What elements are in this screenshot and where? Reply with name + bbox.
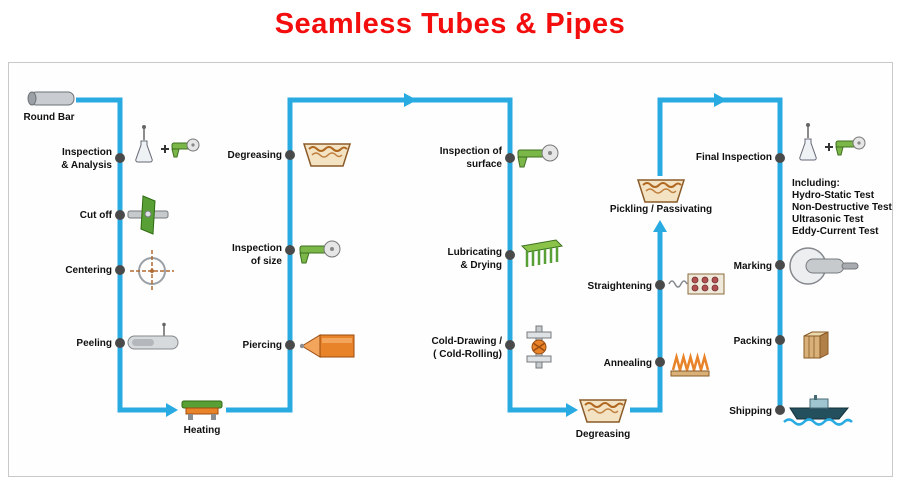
step-dot <box>775 153 785 163</box>
packing-box-icon <box>798 324 832 367</box>
step-dot <box>775 335 785 345</box>
step-label-degreasing-1: Degreasing <box>227 150 282 161</box>
step-label-lubricating-drying: Lubricating & Drying <box>447 247 502 271</box>
degreasing-bath-2-icon <box>578 396 628 429</box>
step-label-round-bar: Round Bar <box>23 112 75 123</box>
lubricating-brush-icon <box>518 238 564 275</box>
step-label-inspection-of-size: Inspection of size <box>231 243 282 267</box>
piercing-tool-icon <box>298 332 356 365</box>
step-label-marking: Marking <box>733 261 772 272</box>
step-label-heating: Heating <box>183 425 221 436</box>
step-dot <box>285 150 295 160</box>
step-dot <box>115 338 125 348</box>
cut-off-saw-icon <box>126 194 170 241</box>
step-label-final-inspection: Final Inspection <box>695 152 772 163</box>
step-label-piercing: Piercing <box>242 340 282 351</box>
step-label-cold-drawing: Cold-Drawing / ( Cold-Rolling) <box>431 336 502 360</box>
step-dot <box>285 340 295 350</box>
degreasing-bath-icon <box>302 140 352 173</box>
heating-icon <box>180 398 224 427</box>
step-label-packing: Packing <box>733 336 772 347</box>
annealing-coil-icon <box>670 348 710 383</box>
step-dot <box>655 357 665 367</box>
peeling-tool-icon <box>126 322 180 361</box>
step-dot <box>115 210 125 220</box>
surface-gauge-icon <box>516 142 562 175</box>
size-gauge-icon <box>298 238 344 271</box>
round-bar-icon <box>24 88 78 115</box>
step-label-annealing: Annealing <box>603 358 652 369</box>
step-dot <box>775 260 785 270</box>
step-label-shipping: Shipping <box>729 406 772 417</box>
centering-crosshair-icon <box>130 250 174 297</box>
step-dot <box>775 405 785 415</box>
step-dot <box>505 340 515 350</box>
step-dot <box>115 265 125 275</box>
step-label-pickling-passivating: Pickling / Passivating <box>609 204 713 215</box>
step-label-cut-off: Cut off <box>79 210 112 221</box>
step-dot <box>505 153 515 163</box>
step-label-centering: Centering <box>65 265 112 276</box>
final-inspection-tests-list: Including: Hydro-Static Test Non-Destruc… <box>792 178 892 237</box>
step-dot <box>285 245 295 255</box>
step-label-peeling: Peeling <box>76 338 112 349</box>
pickling-bath-icon <box>636 176 686 209</box>
step-dot <box>505 250 515 260</box>
inspection-analysis-icon <box>128 124 202 177</box>
marking-tube-icon <box>786 244 862 293</box>
step-label-inspection-analysis: Inspection & Analysis <box>61 147 112 171</box>
step-dot <box>655 280 665 290</box>
final-inspection-icon <box>790 122 868 175</box>
diagram-title: Seamless Tubes & Pipes <box>274 8 626 40</box>
step-label-degreasing-2: Degreasing <box>575 429 631 440</box>
shipping-ship-icon <box>782 394 856 431</box>
cold-drawing-die-icon <box>522 324 556 375</box>
straightening-rollers-icon <box>668 270 726 303</box>
step-label-inspection-of-surface: Inspection of surface <box>439 146 502 170</box>
step-dot <box>115 153 125 163</box>
step-label-straightening: Straightening <box>587 281 652 292</box>
